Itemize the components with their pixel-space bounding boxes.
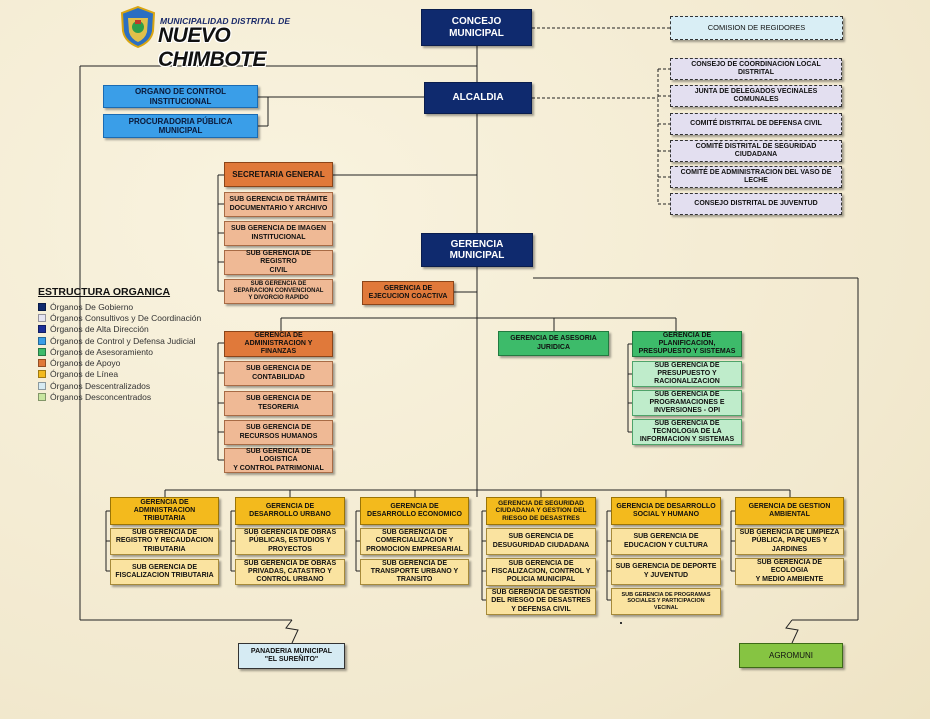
legend-swatch [38, 336, 46, 345]
legend-label: Órganos de Línea [50, 369, 119, 380]
gerencia-linea-box[interactable]: GERENCIA DE SEGURIDAD CIUDADANA Y GESTIO… [486, 497, 596, 525]
asesoria-juridica-box[interactable]: GERENCIA DE ASESORIA JURIDICA [498, 331, 609, 356]
ejecucion-coactiva-box[interactable]: GERENCIA DE EJECUCION COACTIVA [362, 281, 454, 305]
linea-sub-box[interactable]: SUB GERENCIA DE PROGRAMAS SOCIALES Y PAR… [611, 588, 721, 615]
secretaria-sub-box[interactable]: SUB GERENCIA DE TRÁMITE DOCUMENTARIO Y A… [224, 192, 333, 217]
linea-sub-box[interactable]: SUB GERENCIA DE DEPORTE Y JUVENTUD [611, 558, 721, 585]
secretaria-sub-box[interactable]: SUB GERENCIA DE IMAGEN INSTITUCIONAL [224, 221, 333, 246]
legend-swatch [38, 393, 46, 402]
linea-sub-box[interactable]: SUB GERENCIA DE OBRAS PRIVADAS, CATASTRO… [235, 559, 345, 585]
municipality-emblem-icon [120, 6, 156, 48]
legend-item: Órganos de Asesoramiento [38, 346, 248, 357]
gerencia-linea-box[interactable]: GERENCIA DE GESTION AMBIENTAL [735, 497, 844, 525]
gerencia-linea-box[interactable]: GERENCIA DE ADMINISTRACION TRIBUTARIA [110, 497, 219, 525]
linea-sub-box[interactable]: SUB GERENCIA DE REGISTRO Y RECAUDACION T… [110, 528, 219, 555]
consultivo-box[interactable]: JUNTA DE DELEGADOS VECINALES COMUNALES [670, 85, 842, 107]
legend-label: Órganos Consultivos y De Coordinación [50, 312, 202, 323]
consultivo-box[interactable]: COMITÉ DISTRITAL DE SEGURIDAD CIUDADANA [670, 140, 842, 162]
linea-sub-box[interactable]: SUB GERENCIA DE OBRAS PÚBLICAS, ESTUDIOS… [235, 528, 345, 555]
legend-item: Órganos de Control y Defensa Judicial [38, 335, 248, 346]
planificacion-box[interactable]: GERENCIA DE PLANIFICACION, PRESUPUESTO Y… [632, 331, 742, 357]
municipality-label: MUNICIPALIDAD DISTRITAL DE [160, 16, 291, 26]
planificacion-sub-box[interactable]: SUB GERENCIA DE PROGRAMACIONES E INVERSI… [632, 390, 742, 416]
legend: ESTRUCTURA ORGANICA Órganos De Gobierno … [38, 286, 248, 403]
secretaria-sub-box[interactable]: SUB GERENCIA DE SEPARACION CONVENCIONAL … [224, 279, 333, 304]
secretaria-sub-box[interactable]: SUB GERENCIA DE REGISTRO CIVIL [224, 250, 333, 275]
alcaldia-box[interactable]: ALCALDIA [424, 82, 532, 114]
consultivo-box[interactable]: CONSEJO DISTRITAL DE JUVENTUD [670, 193, 842, 215]
comision-regidores-box[interactable]: COMISION DE REGIDORES [670, 16, 843, 40]
legend-item: Órganos Descentralizados [38, 380, 248, 391]
planificacion-sub-box[interactable]: SUB GERENCIA DE PRESUPUESTO Y RACIONALIZ… [632, 361, 742, 387]
legend-label: Órganos de Apoyo [50, 358, 121, 369]
gerencia-linea-box[interactable]: GERENCIA DE DESARROLLO ECONOMICO [360, 497, 469, 525]
municipality-logo: MUNICIPALIDAD DISTRITAL DE NUEVO CHIMBOT… [118, 6, 328, 71]
legend-label: Órganos de Asesoramiento [50, 346, 154, 357]
legend-item: Órganos de Línea [38, 369, 248, 380]
municipality-name: NUEVO CHIMBOTE [158, 24, 267, 71]
concejo-municipal-box[interactable]: CONCEJO MUNICIPAL [421, 9, 532, 46]
agromuni-box[interactable]: AGROMUNI [739, 643, 843, 668]
organo-control-box[interactable]: ORGANO DE CONTROL INSTITUCIONAL [103, 85, 258, 108]
legend-swatch [38, 370, 46, 379]
gerencia-linea-box[interactable]: GERENCIA DE DESARROLLO URBANO [235, 497, 345, 525]
consultivo-box[interactable]: COMITÉ DISTRITAL DE DEFENSA CIVIL [670, 113, 842, 135]
legend-label: Órganos Descentralizados [50, 380, 151, 391]
administracion-sub-box[interactable]: SUB GERENCIA DE RECURSOS HUMANOS [224, 420, 333, 445]
legend-title: ESTRUCTURA ORGANICA [38, 286, 171, 298]
legend-item: Órganos de Apoyo [38, 357, 248, 368]
procuraduria-box[interactable]: PROCURADORIA PÚBLICA MUNICIPAL [103, 114, 258, 138]
legend-swatch [38, 381, 46, 390]
legend-swatch [38, 359, 46, 368]
legend-swatch [38, 347, 46, 356]
legend-swatch [38, 325, 46, 334]
planificacion-sub-box[interactable]: SUB GERENCIA DE TECNOLOGIA DE LA INFORMA… [632, 419, 742, 445]
legend-label: Órganos De Gobierno [50, 301, 134, 312]
gerencia-municipal-box[interactable]: GERENCIA MUNICIPAL [421, 233, 533, 267]
gerencia-linea-box[interactable]: GERENCIA DE DESARROLLO SOCIAL Y HUMANO [611, 497, 721, 525]
legend-swatch [38, 302, 46, 311]
linea-sub-box[interactable]: SUB GERENCIA DE DESUGURIDAD CIUDADANA [486, 528, 596, 555]
linea-sub-box[interactable]: SUB GERENCIA DE EDUCACION Y CULTURA [611, 528, 721, 555]
legend-swatch [38, 313, 46, 322]
legend-label: Órganos de Alta Dirección [50, 324, 149, 335]
stray-dot [620, 622, 622, 624]
legend-label: Órganos Desconcentrados [50, 392, 152, 403]
legend-item: Órganos De Gobierno [38, 301, 248, 312]
panaderia-municipal-box[interactable]: PANADERIA MUNICIPAL "EL SUREÑITO" [238, 643, 345, 669]
administracion-sub-box[interactable]: SUB GERENCIA DE TESORERIA [224, 391, 333, 416]
legend-label: Órganos de Control y Defensa Judicial [50, 335, 196, 346]
consultivo-box[interactable]: CONSEJO DE COORDINACION LOCAL DISTRITAL [670, 58, 842, 80]
legend-item: Órganos Consultivos y De Coordinación [38, 312, 248, 323]
secretaria-general-box[interactable]: SECRETARIA GENERAL [224, 162, 333, 187]
consultivo-box[interactable]: COMITÉ DE ADMINISTRACION DEL VASO DE LEC… [670, 166, 842, 188]
legend-item: Órganos Desconcentrados [38, 391, 248, 402]
linea-sub-box[interactable]: SUB GERENCIA DE TRANSPORTE URBANO Y TRAN… [360, 559, 469, 585]
administracion-finanzas-box[interactable]: GERENCIA DE ADMINISTRACION Y FINANZAS [224, 331, 333, 357]
linea-sub-box[interactable]: SUB GERENCIA DE FISCALIZACION, CONTROL Y… [486, 558, 596, 586]
linea-sub-box[interactable]: SUB GERENCIA DE ECOLOGIA Y MEDIO AMBIENT… [735, 558, 844, 585]
linea-sub-box[interactable]: SUB GERENCIA DE FISCALIZACION TRIBUTARIA [110, 559, 219, 585]
linea-sub-box[interactable]: SUB GERENCIA DE COMERCIALIZACION Y PROMO… [360, 528, 469, 555]
legend-item: Órganos de Alta Dirección [38, 324, 248, 335]
administracion-sub-box[interactable]: SUB GERENCIA DE CONTABILIDAD [224, 361, 333, 386]
linea-sub-box[interactable]: SUB GERENCIA DE GESTION DEL RIESGO DE DE… [486, 588, 596, 615]
administracion-sub-box[interactable]: SUB GERENCIA DE LOGISTICA Y CONTROL PATR… [224, 448, 333, 473]
linea-sub-box[interactable]: SUB GERENCIA DE LIMPIEZA PÚBLICA, PARQUE… [735, 528, 844, 555]
